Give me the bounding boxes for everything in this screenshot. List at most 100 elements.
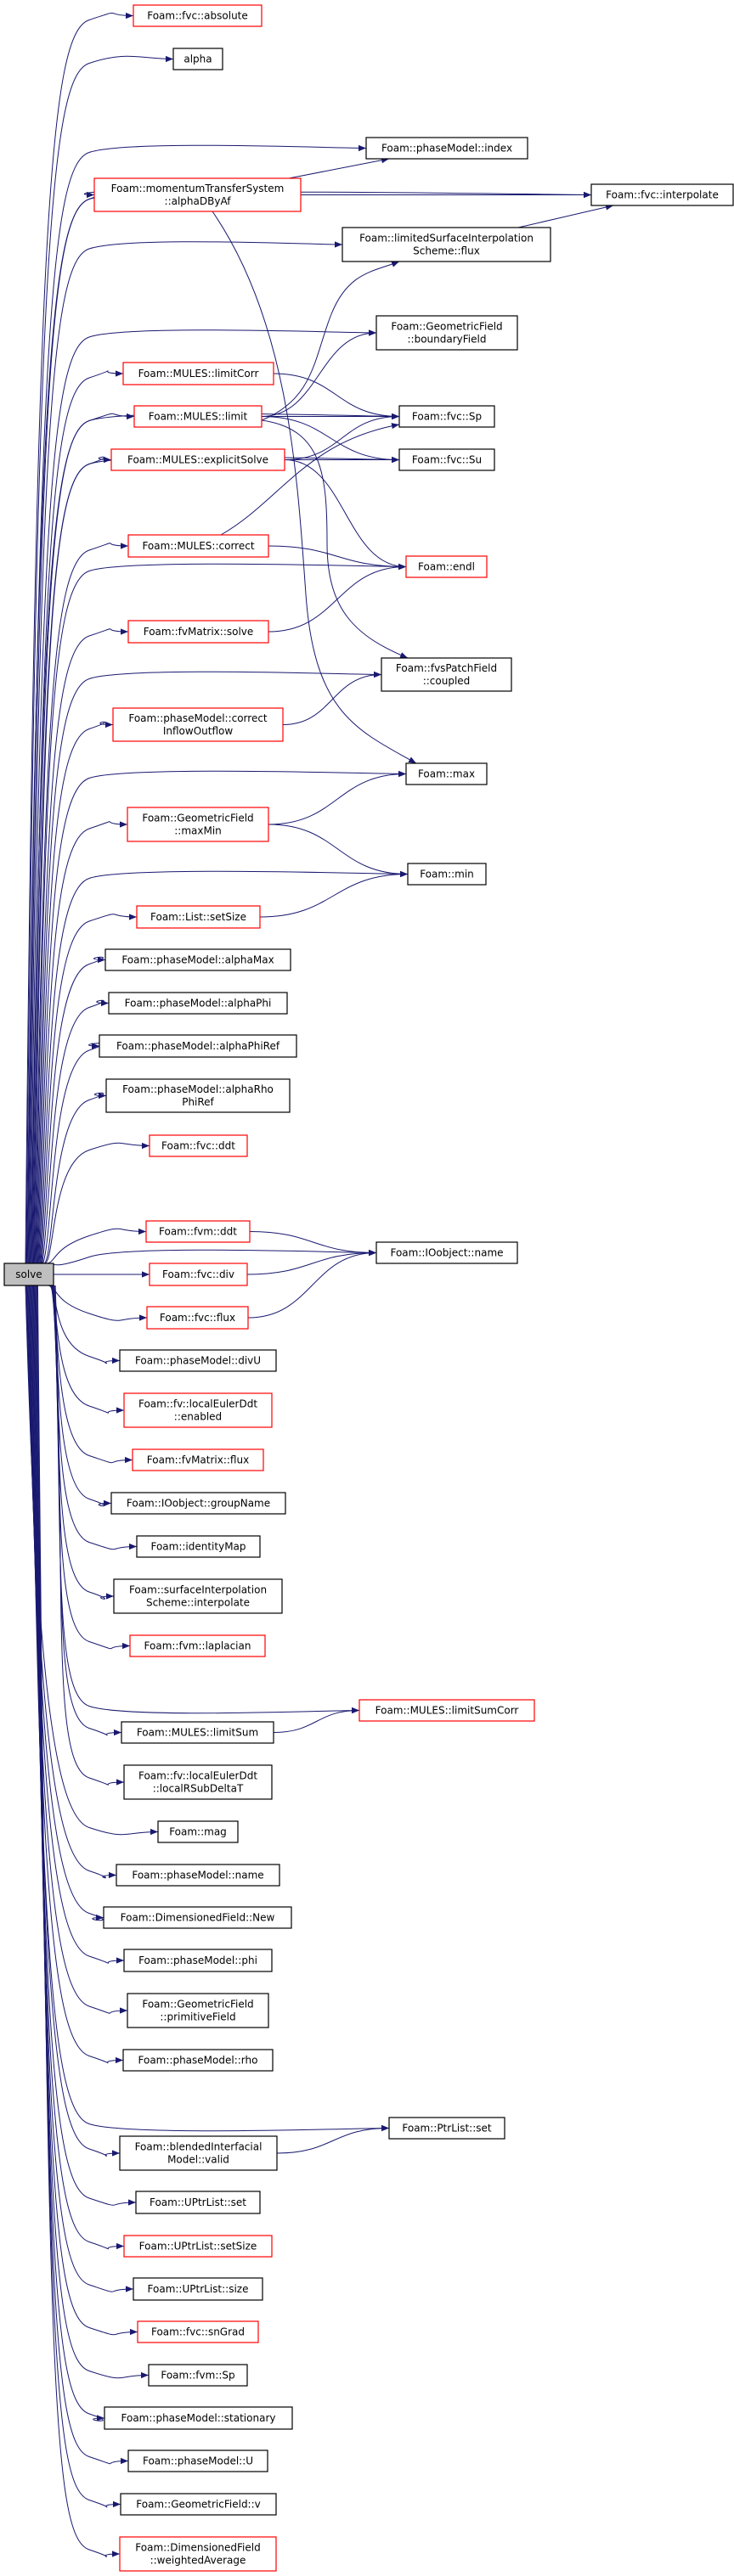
node-label: Foam::IOobject::name <box>390 1247 503 1259</box>
node-label: ::alphaDByAf <box>165 195 232 207</box>
node-label: Model::valid <box>167 2154 229 2166</box>
node-divU[interactable]: Foam::phaseModel::divU <box>119 1349 277 1372</box>
node-label: ::coupled <box>423 675 471 687</box>
node-box <box>133 2277 263 2301</box>
node-box <box>375 315 518 351</box>
node-primitiveField[interactable]: Foam::GeometricField::primitiveField <box>127 1993 269 2028</box>
edge-limitSum-to-limitSumCorr <box>273 1707 360 1733</box>
node-endl[interactable]: Foam::endl <box>405 555 488 578</box>
node-explicitSolve[interactable]: Foam::MULES::explicitSolve <box>110 448 285 471</box>
edge-solve-to-rho <box>29 1285 124 2064</box>
node-limitSum[interactable]: Foam::MULES::limitSum <box>121 1721 274 1744</box>
node-snGrad[interactable]: Foam::fvc::snGrad <box>137 2320 259 2343</box>
edge-solve-to-sisInterpolate <box>52 1285 115 1600</box>
node-listSetSize[interactable]: Foam::List::setSize <box>136 905 261 929</box>
edge-solve-to-index <box>27 144 367 1264</box>
node-solve[interactable]: solve <box>3 1263 54 1286</box>
node-alpha[interactable]: alpha <box>172 48 223 70</box>
node-label: Foam::fvc::Sp <box>412 411 482 423</box>
node-label: Foam::phaseModel::rho <box>138 2055 258 2067</box>
node-U[interactable]: Foam::phaseModel::U <box>127 2449 268 2472</box>
edge-solve-to-localRSubDeltaT <box>54 1285 125 1786</box>
node-uptrSize[interactable]: Foam::UPtrList::size <box>133 2277 263 2301</box>
node-alphaDByAf[interactable]: Foam::momentumTransferSystem::alphaDByAf <box>93 177 302 212</box>
node-box <box>359 1699 535 1722</box>
edge-listSetSize-to-min <box>259 870 409 918</box>
edge-solve-to-alphaDByAf <box>28 191 102 1264</box>
node-groupName[interactable]: Foam::IOobject::groupName <box>110 1492 286 1515</box>
node-ioName[interactable]: Foam::IOobject::name <box>375 1241 518 1264</box>
node-label: Foam::GeometricField <box>391 321 502 333</box>
node-correct[interactable]: Foam::MULES::correct <box>127 534 269 558</box>
node-localRSubDeltaT[interactable]: Foam::fv::localEulerDdt::localRSubDeltaT <box>123 1764 273 1800</box>
node-interpolate[interactable]: Foam::fvc::interpolate <box>590 183 734 206</box>
node-laplacian[interactable]: Foam::fvm::laplacian <box>129 1634 266 1657</box>
node-weightedAverage[interactable]: Foam::DimensionedField::weightedAverage <box>119 2536 277 2572</box>
edge-correct-to-endl <box>268 545 407 571</box>
node-label: Foam::MULES::limitCorr <box>138 368 259 380</box>
node-index[interactable]: Foam::phaseModel::index <box>365 137 528 160</box>
node-phi[interactable]: Foam::phaseModel::phi <box>123 1949 273 1972</box>
edge-limit-to-lsflux <box>261 261 400 421</box>
node-box <box>407 863 487 886</box>
node-max[interactable]: Foam::max <box>405 762 488 785</box>
node-rho[interactable]: Foam::phaseModel::rho <box>122 2049 274 2072</box>
node-pmName[interactable]: Foam::phaseModel::name <box>116 1864 280 1887</box>
edge-solve-to-stationary <box>35 1285 105 2421</box>
node-alphaPhiRef[interactable]: Foam::phaseModel::alphaPhiRef <box>99 1034 297 1058</box>
node-ptrListSet[interactable]: Foam::PtrList::set <box>388 2117 505 2140</box>
node-fvcDdt[interactable]: Foam::fvc::ddt <box>149 1134 248 1157</box>
node-label: Foam::fvm::ddt <box>159 1226 237 1238</box>
node-fvcDiv[interactable]: Foam::fvc::div <box>149 1263 248 1286</box>
node-alphaPhi[interactable]: Foam::phaseModel::alphaPhi <box>108 992 288 1015</box>
node-maxMin[interactable]: Foam::GeometricField::maxMin <box>127 807 269 842</box>
node-coupled[interactable]: Foam::fvsPatchField::coupled <box>381 657 512 692</box>
node-label: alpha <box>184 53 212 65</box>
node-box <box>398 405 495 428</box>
edge-fvcFlux-to-ioName <box>247 1249 377 1319</box>
node-fvMatrixFlux[interactable]: Foam::fvMatrix::flux <box>132 1448 264 1471</box>
node-fvMatrixSolve[interactable]: Foam::fvMatrix::solve <box>127 620 269 644</box>
node-fvmSp[interactable]: Foam::fvm::Sp <box>148 2364 248 2387</box>
node-identityMap[interactable]: Foam::identityMap <box>136 1535 261 1558</box>
node-limitCorr[interactable]: Foam::MULES::limitCorr <box>122 362 274 385</box>
node-gfV[interactable]: Foam::GeometricField::v <box>120 2493 277 2516</box>
node-min[interactable]: Foam::min <box>407 863 487 886</box>
node-box <box>365 137 528 160</box>
node-box <box>112 707 284 742</box>
edge-solve-to-listSetSize <box>40 914 138 1264</box>
node-enabled[interactable]: Foam::fv::localEulerDdt::enabled <box>123 1392 273 1428</box>
node-mag[interactable]: Foam::mag <box>157 1820 239 1843</box>
node-sisInterpolate[interactable]: Foam::surfaceInterpolationScheme::interp… <box>113 1578 283 1614</box>
node-stationary[interactable]: Foam::phaseModel::stationary <box>104 2406 293 2430</box>
edge-correct-to-fvcSp <box>220 423 400 536</box>
node-fvcSp[interactable]: Foam::fvc::Sp <box>398 405 495 428</box>
node-fvcSu[interactable]: Foam::fvc::Su <box>398 448 495 471</box>
node-fvmDdt[interactable]: Foam::fvm::ddt <box>145 1220 251 1243</box>
node-box <box>110 1492 286 1515</box>
node-limit[interactable]: Foam::MULES::limit <box>133 405 263 428</box>
node-label: Foam::endl <box>418 561 475 573</box>
node-limitSumCorr[interactable]: Foam::MULES::limitSumCorr <box>359 1699 535 1722</box>
node-label: ::weightedAverage <box>150 2555 246 2567</box>
edge-solve-to-correct <box>34 543 129 1264</box>
edge-limit-to-boundaryField <box>261 329 377 417</box>
node-label: Foam::fvc::absolute <box>147 10 248 22</box>
node-boundaryField[interactable]: Foam::GeometricField::boundaryField <box>375 315 518 351</box>
node-label: Foam::fvc::Su <box>412 454 482 466</box>
node-absolute[interactable]: Foam::fvc::absolute <box>133 4 263 27</box>
node-uptrSetSize[interactable]: Foam::UPtrList::setSize <box>123 2235 273 2258</box>
node-dfNew[interactable]: Foam::DimensionedField::New <box>103 1906 292 1929</box>
node-uptrSet[interactable]: Foam::UPtrList::set <box>135 2191 261 2214</box>
node-alphaMax[interactable]: Foam::phaseModel::alphaMax <box>104 948 291 971</box>
node-lsflux[interactable]: Foam::limitedSurfaceInterpolationScheme:… <box>342 227 551 262</box>
edge-solve-to-fvmDdt <box>46 1228 147 1264</box>
edge-fvMatrixSolve-to-endl <box>268 563 407 633</box>
node-box <box>120 2493 277 2516</box>
node-label: ::primitiveField <box>160 2011 235 2023</box>
node-fvcFlux[interactable]: Foam::fvc::flux <box>146 1306 249 1330</box>
